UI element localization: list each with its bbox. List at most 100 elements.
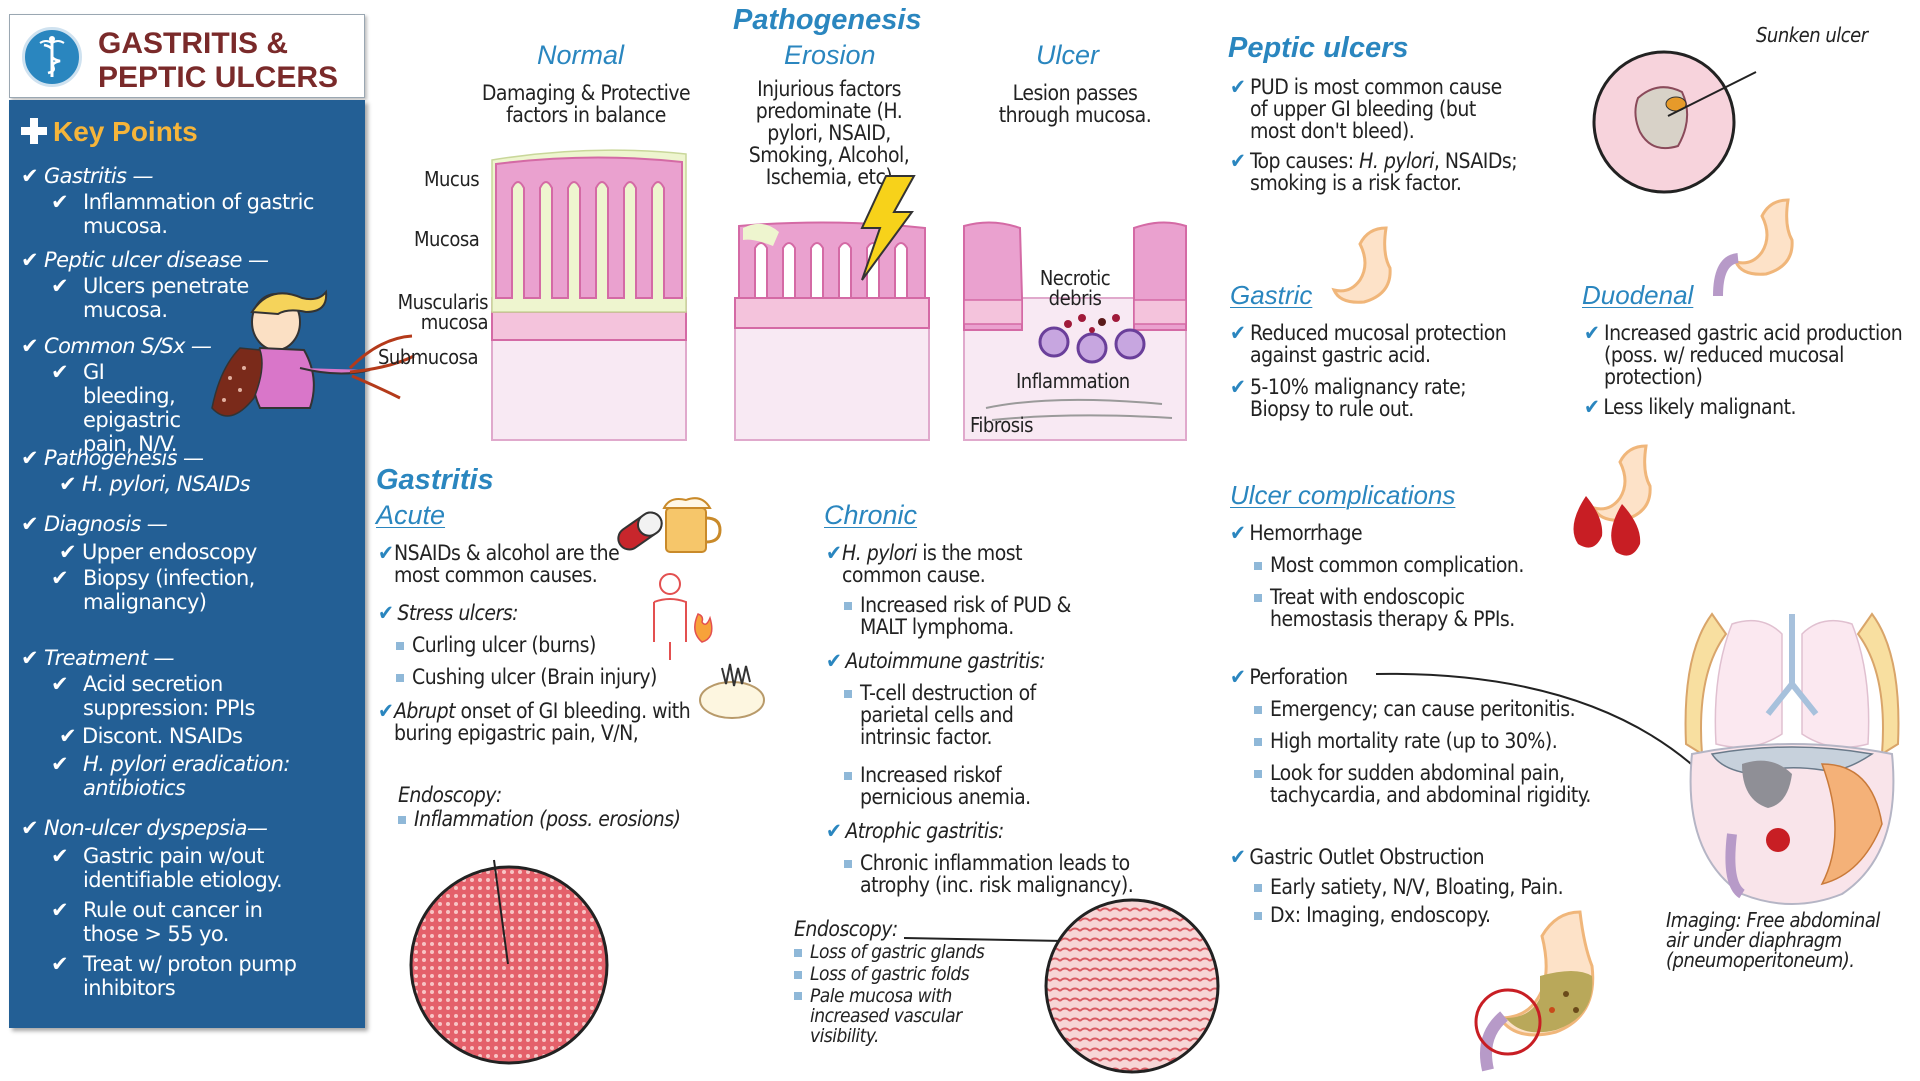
goo-item1: Early satiety, N/V, Bloating, Pain. xyxy=(1254,876,1564,898)
hemorrhage-label: ✔Hemorrhage xyxy=(1230,521,1363,545)
duodenal-p1: ✔Increased gastric acid production (poss… xyxy=(1584,321,1903,389)
chronic-p2: ✔Autoimmune gastritis: xyxy=(826,649,1046,673)
pathogenesis-title: Pathogenesis xyxy=(733,4,922,36)
erosion-tissue-diagram xyxy=(734,221,930,441)
chronic-title: Chronic xyxy=(824,500,918,530)
bleeding-stomach-icon xyxy=(1573,444,1652,556)
chronic-endo-label: Endoscopy: xyxy=(794,917,898,941)
plus-icon xyxy=(21,118,47,144)
key-points-panel: Key Points ✔Gastritis — ✔Inflammation of… xyxy=(9,100,365,1028)
layer-muscularis-label: Muscularis mucosa xyxy=(397,290,489,334)
kp-gastritis-sub: ✔Inflammation of gastric mucosa. xyxy=(51,190,314,238)
acute-title: Acute xyxy=(376,500,446,530)
kp-pathogenesis: ✔Pathogenesis — xyxy=(21,446,204,470)
sunken-ulcer-illustration xyxy=(1592,50,1757,194)
layer-mucosa-label: Mucosa xyxy=(414,227,480,251)
col-erosion-desc: Injurious factors predominate (H. pylori… xyxy=(748,77,910,189)
goo-label: ✔Gastric Outlet Obstruction xyxy=(1230,845,1485,869)
kp-dyspepsia: ✔Non-ulcer dyspepsia— xyxy=(21,816,268,840)
acute-b2: Cushing ulcer (Brain injury) xyxy=(396,666,657,688)
kp-dyspepsia-sub1: ✔Gastric pain w/out identifiable etiolog… xyxy=(51,844,283,892)
kp-sx: ✔Common S/Sx — xyxy=(21,334,212,358)
acute-endo-label: Endoscopy: xyxy=(398,783,502,807)
kp-diagnosis: ✔Diagnosis — xyxy=(21,512,168,536)
chronic-endo-item1: Loss of gastric glands xyxy=(794,942,985,962)
col-erosion-title: Erosion xyxy=(784,40,876,70)
layer-mucus-label: Mucus xyxy=(424,167,480,191)
beer-mug-icon xyxy=(662,497,722,553)
kp-diagnosis-sub1: ✔Upper endoscopy xyxy=(59,540,257,564)
ulcer-tissue-diagram xyxy=(963,221,1187,441)
kp-pathogenesis-sub: ✔H. pylori, NSAIDs xyxy=(59,472,251,496)
chronic-b2: T-cell destruction of parietal cells and… xyxy=(844,682,1074,748)
gastric-title: Gastric xyxy=(1230,280,1313,310)
hemorrhage-item1: Most common complication. xyxy=(1254,554,1524,576)
kp-dyspepsia-sub3: ✔Treat w/ proton pump inhibitors xyxy=(51,952,297,1000)
vomiting-girl-illustration xyxy=(211,289,415,417)
normal-tissue-diagram xyxy=(491,149,687,441)
hemorrhage-item2: Treat with endoscopic hemostasis therapy… xyxy=(1254,586,1564,630)
acute-p3: ✔Abrupt onset of GI bleeding. with burin… xyxy=(378,699,691,745)
col-ulcer-title: Ulcer xyxy=(1036,40,1100,70)
acute-b1: Curling ulcer (burns) xyxy=(396,634,596,656)
imaging-caption: Imaging: Free abdominal air under diaphr… xyxy=(1666,908,1880,972)
page-title-line2: PEPTIC ULCERS xyxy=(98,61,339,94)
duodenal-p2: ✔Less likely malignant. xyxy=(1584,395,1796,419)
duodenal-stomach-icon xyxy=(1713,198,1794,297)
gastritis-title: Gastritis xyxy=(376,464,494,496)
page-title-line1: GASTRITIS & xyxy=(98,27,289,60)
brain-injury-icon xyxy=(699,663,765,719)
chronic-b3: Increased riskof pernicious anemia. xyxy=(844,764,1074,808)
kp-treatment: ✔Treatment — xyxy=(21,646,174,670)
gastric-p2: ✔5-10% malignancy rate; Biopsy to rule o… xyxy=(1230,375,1467,421)
kp-treatment-sub2: ✔Discont. NSAIDs xyxy=(59,724,243,748)
chronic-endoscopy-image xyxy=(903,898,1220,1074)
acute-endo-item: Inflammation (poss. erosions) xyxy=(398,808,681,830)
perforation-item1: Emergency; can cause peritonitis. xyxy=(1254,698,1576,720)
chronic-p1: ✔H. pylori is the most common cause. xyxy=(826,541,1023,587)
kp-pud: ✔Peptic ulcer disease — xyxy=(21,248,269,272)
chronic-endo-item2: Loss of gastric folds xyxy=(794,964,970,984)
caduceus-icon xyxy=(22,27,82,87)
perforation-item2: High mortality rate (up to 30%). xyxy=(1254,730,1558,752)
chronic-p3: ✔Atrophic gastritis: xyxy=(826,819,1004,843)
lightning-bolt-icon xyxy=(860,175,916,281)
burned-person-icon xyxy=(653,573,713,660)
inflammation-label: Inflammation xyxy=(1016,369,1130,393)
title-box: GASTRITIS & PEPTIC ULCERS xyxy=(9,14,365,98)
acute-endoscopy-image xyxy=(409,859,609,1065)
chronic-b4: Chronic inflammation leads to atrophy (i… xyxy=(844,852,1174,896)
kp-gastritis: ✔Gastritis — xyxy=(21,164,153,188)
fibrosis-label: Fibrosis xyxy=(970,413,1034,437)
layer-submucosa-label: Submucosa xyxy=(378,345,479,369)
goo-item2: Dx: Imaging, endoscopy. xyxy=(1254,904,1491,926)
chronic-b1: Increased risk of PUD & MALT lymphoma. xyxy=(844,594,1104,638)
pill-icon xyxy=(617,511,663,551)
chronic-endo-item3: Pale mucosa with increased vascular visi… xyxy=(794,986,994,1046)
kp-dyspepsia-sub2: ✔Rule out cancer in those > 55 yo. xyxy=(51,898,263,946)
kp-treatment-sub1: ✔Acid secretion suppression: PPIs xyxy=(51,672,255,720)
pneumoperitoneum-illustration xyxy=(1684,612,1900,905)
perforation-label: ✔Perforation xyxy=(1230,665,1348,689)
kp-diagnosis-sub2: ✔Biopsy (infection, malignancy) xyxy=(51,566,255,614)
col-normal-title: Normal xyxy=(537,40,625,70)
peptic-p2: ✔Top causes: H. pylori, NSAIDs; smoking … xyxy=(1230,149,1518,195)
duodenal-title: Duodenal xyxy=(1582,280,1694,310)
kp-treatment-sub3: ✔H. pylori eradication: antibiotics xyxy=(51,752,290,800)
col-normal-desc: Damaging & Protective factors in balance xyxy=(481,81,691,127)
perforation-item3: Look for sudden abdominal pain, tachycar… xyxy=(1254,762,1644,806)
gastric-p1: ✔Reduced mucosal protection against gast… xyxy=(1230,321,1507,367)
kp-pud-sub: ✔Ulcers penetrate mucosa. xyxy=(51,274,249,322)
gastric-outlet-stomach-icon xyxy=(1474,910,1595,1072)
kp-sx-sub: ✔GI bleeding, epigastric pain, N/V. xyxy=(51,360,181,456)
peptic-title: Peptic ulcers xyxy=(1228,32,1409,64)
gastric-stomach-icon xyxy=(1331,226,1392,304)
col-ulcer-desc: Lesion passes through mucosa. xyxy=(998,81,1152,127)
key-points-header: Key Points xyxy=(21,116,198,148)
acute-p1: ✔NSAIDs & alcohol are the most common ca… xyxy=(378,541,620,587)
sunken-ulcer-label: Sunken ulcer xyxy=(1756,23,1868,47)
peptic-p1: ✔PUD is most common cause of upper GI bl… xyxy=(1230,75,1502,143)
acute-p2: ✔Stress ulcers: xyxy=(378,601,519,625)
complications-title: Ulcer complications xyxy=(1230,480,1456,510)
necrotic-debris-label: Necrotic debris xyxy=(1039,266,1111,310)
